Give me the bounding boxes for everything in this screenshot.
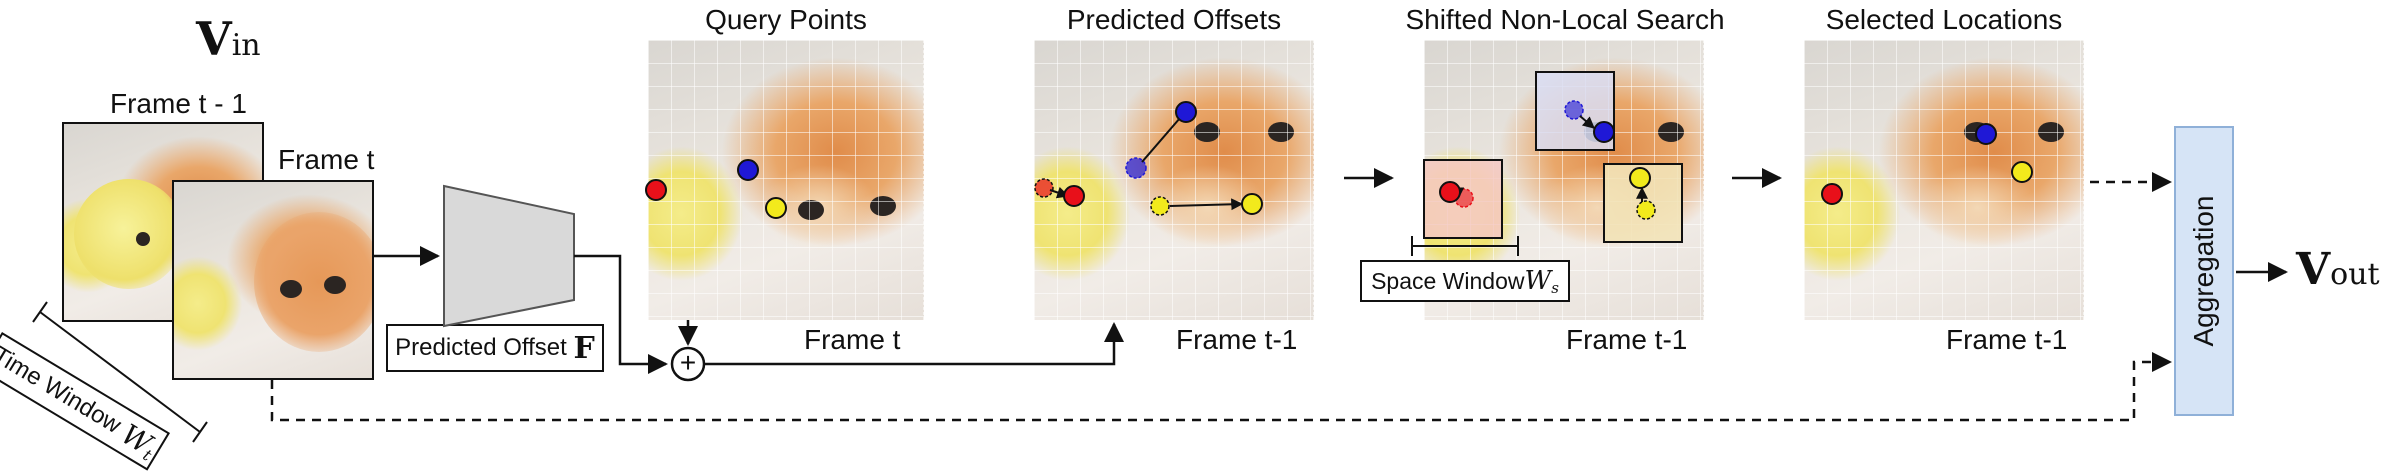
arrow-bottom-to-aggregation [270, 352, 2172, 422]
query-point-red [645, 179, 667, 201]
offset-blue-vector [1141, 117, 1181, 163]
query-point-blue [737, 159, 759, 181]
space-window-bracket [1411, 236, 1519, 256]
panel-search-title: Shifted Non-Local Search [1405, 4, 1725, 35]
offset-red-target [1063, 185, 1085, 207]
plus-symbol: + [679, 347, 697, 378]
time-window-bracket [32, 301, 208, 443]
predicted-offset-box: Predicted Offset F [386, 324, 604, 372]
panel-query-image [648, 40, 924, 320]
panel-offsets-image [1034, 40, 1314, 320]
search-blue-origin [1564, 100, 1584, 120]
search-blue-target [1593, 121, 1615, 143]
offset-blue-target [1175, 101, 1197, 123]
output-symbol: Vout [2296, 244, 2380, 295]
offset-blue-origin [1125, 157, 1147, 179]
offset-red-origin [1034, 178, 1054, 198]
panel-selected-image [1804, 40, 2084, 320]
panel-query-caption: Frame t [804, 324, 901, 355]
panel-offsets-title: Predicted Offsets [1066, 4, 1282, 35]
selected-blue [1975, 123, 1997, 145]
search-red-target [1439, 181, 1461, 203]
panel-selected-title: Selected Locations [1825, 4, 2063, 35]
offset-yellow-origin [1150, 196, 1170, 216]
panel-selected-caption: Frame t-1 [1946, 324, 2068, 355]
offset-yellow-target [1241, 193, 1263, 215]
frame-prev-label: Frame t - 1 [110, 88, 247, 119]
panel-query-title: Query Points [705, 4, 867, 35]
panel-offsets-caption: Frame t-1 [1176, 324, 1298, 355]
search-blue-vector [1579, 115, 1595, 129]
arrow-plus-to-offsets [704, 322, 1124, 366]
offset-yellow-vector [1169, 198, 1244, 211]
query-point-yellow [765, 197, 787, 219]
search-yellow-target [1629, 167, 1651, 189]
selected-red [1821, 183, 1843, 205]
aggregation-block: Aggregation [2174, 126, 2234, 416]
network-trapezoid [443, 184, 575, 328]
input-symbol: Vin [196, 12, 261, 66]
frame-curr-label: Frame t [278, 144, 375, 175]
arrow-network-to-plus [574, 254, 668, 374]
selected-yellow [2011, 161, 2033, 183]
search-yellow-origin [1636, 200, 1656, 220]
frame-curr-image [172, 180, 374, 380]
panel-search-caption: Frame t-1 [1566, 324, 1688, 355]
diagram-overlay [32, 71, 2288, 443]
